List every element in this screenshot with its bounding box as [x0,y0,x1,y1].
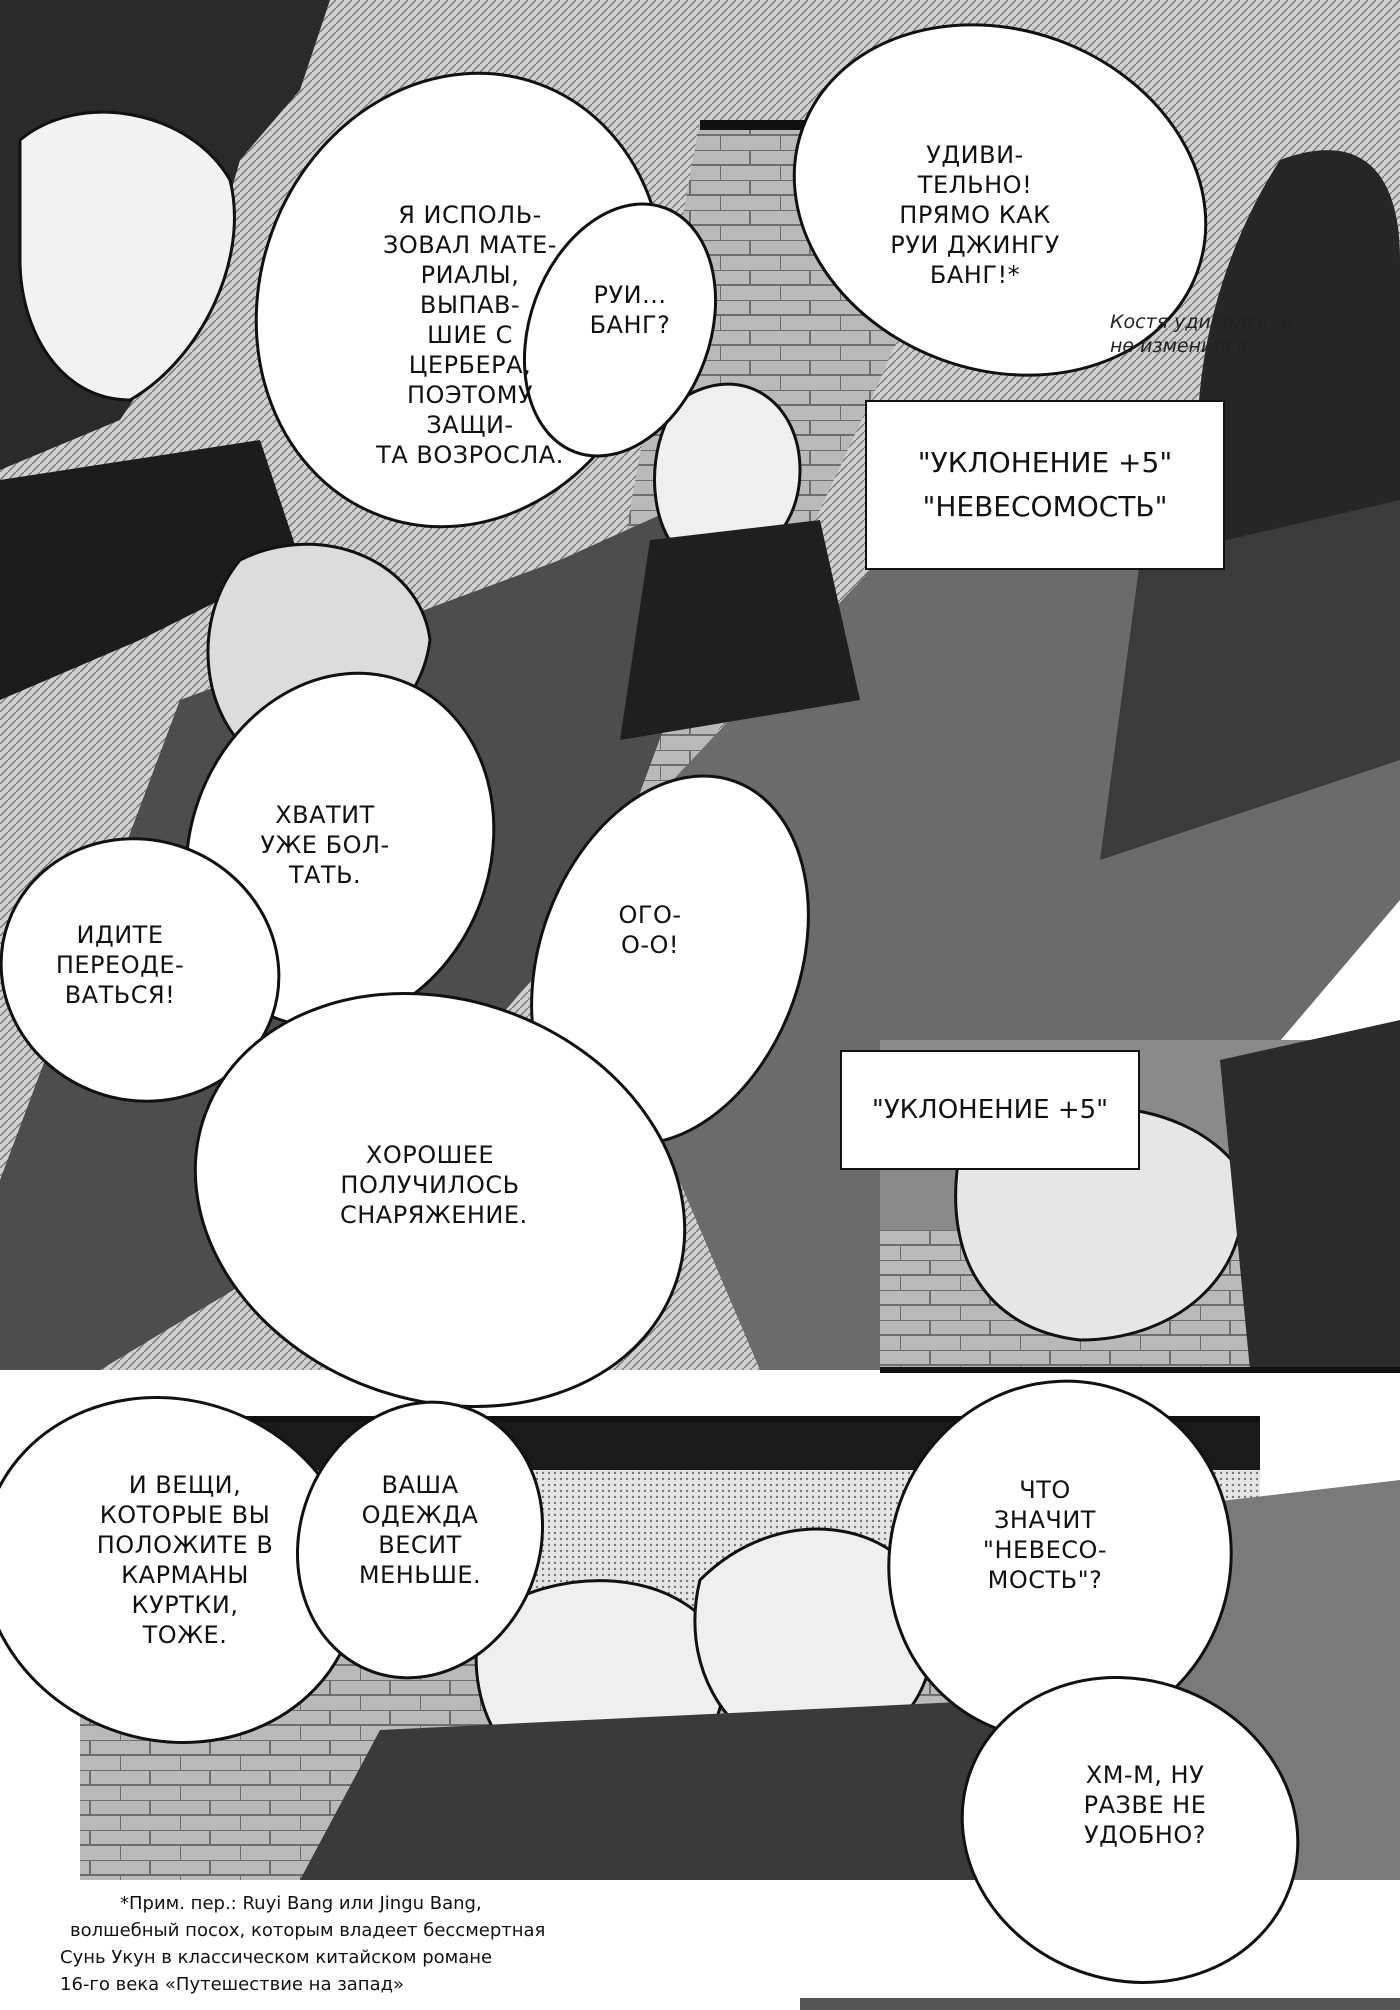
caption-box-evasion: "Уклонение +5" [840,1050,1140,1170]
speech-bubble-text-good-gear: Хорошее получилось снаряжение. [340,1141,528,1229]
speech-bubbles [0,23,1300,1984]
translator-note-line: Сунь Укун в классическом китайском роман… [60,1947,493,1968]
speech-bubble-text-go-change: Идите переоде- ваться! [55,921,185,1009]
speech-bubble-text-wow: Ого- о-о! [618,901,682,959]
speech-bubble-text-convenient: Хм-м, ну разве не удобно? [1083,1761,1207,1849]
narration-text: Костя удивился, и не изменился. [1110,311,1293,357]
speech-bubble-text-materials: Я исполь- зовал мате- риалы, выпав- шие … [376,201,564,469]
translator-note-line: *Прим. пер.: Ruyi Bang или Jingu Bang, [120,1893,482,1914]
speech-bubble-text-clothes-lighter: Ваша одежда весит меньше. [358,1471,482,1589]
speech-bubble-text-items: И вещи, которые вы положите в карманы ку… [96,1471,274,1649]
speech-bubble-text-amazing: Удиви- тельно! Прямо как Руи Джингу Банг… [890,141,1060,289]
page-edge-bar [800,1998,1400,2010]
translator-note: *Прим. пер.: Ruyi Bang или Jingu Bang, в… [0,1880,800,2010]
speech-bubble-text-ruyi: Руи... банг? [589,281,671,339]
speech-bubble-text-stop-talking: Хватит уже бол- тать. [260,801,390,889]
translator-note-line: 16-го века «Путешествие на запад» [60,1974,405,1995]
caption-box-evasion-weightless: "Уклонение +5" "Невесомость" [865,400,1225,570]
translator-note-line: волшебный посох, которым владеет бессмер… [70,1920,546,1941]
speech-bubble-text-what-weightless: Что значит "невесо- мость"? [982,1476,1108,1594]
